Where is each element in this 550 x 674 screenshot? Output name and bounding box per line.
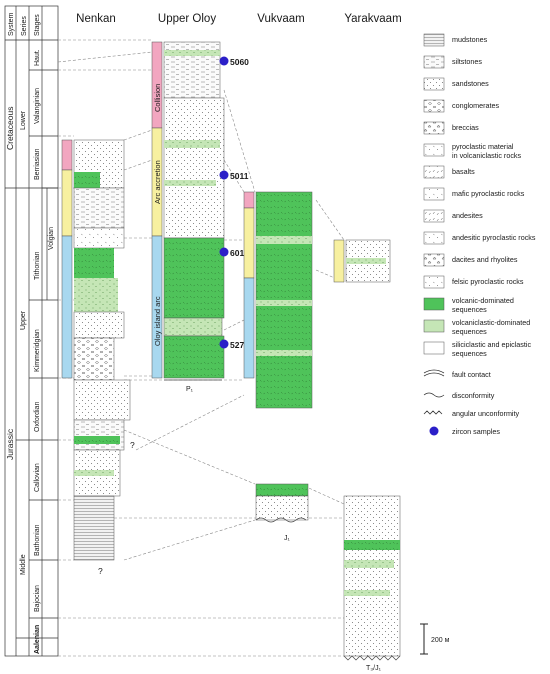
yarakvaam-base-label: T₃/J₁ [366,665,382,672]
section-title-upper-oloy: Upper Oloy [158,13,216,25]
system-jurassic: Jurassic [5,428,15,460]
nenkan-arc-accretion-bar [61,169,73,237]
yarakvaam-section: T₃/J₁ [333,239,401,672]
header-system: System [8,12,15,36]
legend-pyroclastic-material-2: in volcaniclastic rocks [452,151,522,160]
vukvaam-section: J₁ [243,191,313,542]
sample-label-5011: 5011 [230,171,249,181]
series-lower: Lower [20,110,27,130]
legend-volcaniclastic-dominated-2: sequences [452,327,487,336]
legend-siltstones: siltstones [452,57,482,66]
legend-siliciclastic-2: sequences [452,349,487,358]
upper-oloy-section: Collision Arc accretion Oloy island arc … [151,41,249,393]
nenkan-question-lower: ? [98,566,103,576]
stage-valanginian: Valanginian [34,88,41,124]
sample-label-5270: 5270 [230,340,249,350]
legend-volcaniclastic-dominated: volcaniclastic-dominated [452,318,530,327]
stage-volgian: Volgian [48,227,55,250]
label-collision: Collision [153,84,162,112]
legend-zircon-icon [429,426,439,436]
section-title-nenkan: Nenkan [76,13,116,25]
zircon-sample-5011 [219,170,229,180]
legend-sandstones: sandstones [452,79,489,88]
series-upper: Upper [20,310,27,330]
legend-disconformity: disconformity [452,391,495,400]
stage-oxfordian: Oxfordian [34,402,41,432]
header-stages: Stages [34,14,41,36]
nenkan-question-upper: ? [130,440,135,450]
legend-pyroclastic-material: pyroclastic material [452,142,514,151]
scale-bar-label: 200 м [431,637,450,644]
label-oloy-island-arc: Oloy island arc [153,296,162,346]
stage-berriasian: Berriasian [34,148,41,180]
legend-volcanic-dominated-2: sequences [452,305,487,314]
stage-bathonian: Bathonian [34,524,41,556]
stage-callovian: Callovian [34,463,41,492]
legend-felsic-pyroclastic: felsic pyroclastic rocks [452,277,524,286]
label-arc-accretion: Arc accretion [153,160,162,204]
header-series: Series [21,16,28,36]
stage-kimmeridgian: Kimmeridgian [34,329,41,372]
legend-zircon-samples: zircon samples [452,427,500,436]
legend-basalts: basalts [452,167,475,176]
legend-volcanic-dominated: volcanic-dominated [452,296,514,305]
stage-haut: Haut. [34,49,41,66]
legend-angular-unconformity: angular unconformity [452,409,520,418]
zircon-sample-5060 [219,56,229,66]
legend-fault-contact: fault contact [452,370,491,379]
legend-mafic-pyroclastic: mafic pyroclastic rocks [452,189,525,198]
vukvaam-base-label: J₁ [284,535,291,542]
section-title-yarakvaam: Yarakvaam [344,13,401,25]
oloy-base-label: P₁ [186,386,194,393]
legend-andesites: andesites [452,211,483,220]
legend-mudstones: mudstones [452,35,488,44]
legend-dacites-rhyolites: dacites and rhyolites [452,255,518,264]
system-cretaceous: Cretaceous [5,107,15,150]
nenkan-island-arc-bar [61,235,73,379]
nenkan-collision-bar [61,139,73,171]
nenkan-section: ? ? [61,139,135,576]
legend: mudstones siltstones sandstones conglome… [423,33,536,436]
stage-aalenian: Aalenian [34,625,41,654]
legend-conglomerates: conglomerates [452,101,500,110]
zircon-sample-5270 [219,339,229,349]
sample-label-6016: 6016 [230,248,249,258]
legend-siliciclastic: siliciclastic and epiclastic [452,340,531,349]
legend-andesitic-pyroclastic: andesitic pyroclastic rocks [452,233,536,242]
series-middle: Middle [20,554,27,575]
stage-bajocian: Bajocian [34,585,41,612]
sample-label-5060: 5060 [230,57,249,67]
stage-tithonian: Tithonian [34,251,41,280]
zircon-sample-6016 [219,247,229,257]
oloy-island-arc-bar [151,235,163,379]
legend-breccias: breccias [452,123,479,132]
section-title-vukvaam: Vukvaam [257,13,305,25]
